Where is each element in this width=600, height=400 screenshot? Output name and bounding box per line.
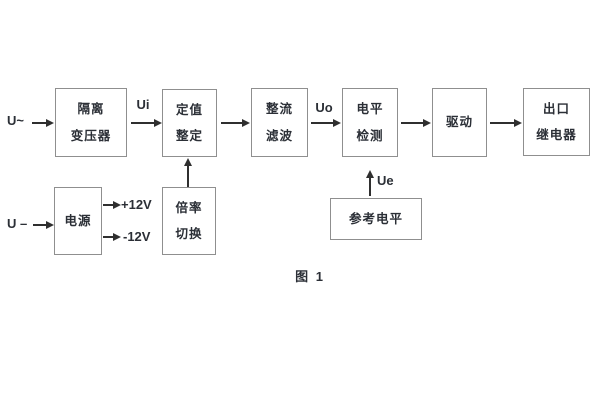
arrow-rail-neg [103, 233, 121, 240]
block-ratio-switch: 倍率 切换 [162, 187, 216, 255]
arrow-dc-input [33, 221, 54, 228]
block-level-detect-line2: 检测 [356, 128, 384, 143]
arrow-ac-input [32, 119, 54, 126]
block-output-relay-line1: 出口 [542, 101, 570, 116]
block-setpoint-adjust-line1: 定值 [175, 102, 203, 117]
block-level-detect-line1: 电平 [356, 102, 384, 116]
block-rectifier-filter: 整流 滤波 [251, 88, 308, 157]
block-reference-level-label: 参考电平 [348, 211, 403, 226]
label-ui: Ui [136, 97, 150, 112]
arrow-driver-to-relay [490, 119, 522, 126]
block-driver-label: 驱动 [445, 115, 473, 130]
label-input-ac: U~ [7, 113, 24, 128]
block-rectifier-filter-line2: 滤波 [265, 128, 293, 143]
block-setpoint-adjust-line2: 整定 [175, 129, 203, 143]
arrow-rectifier-to-level [311, 119, 341, 126]
arrow-ratio-to-setpoint [184, 158, 191, 187]
block-isolation-transformer-line2: 变压器 [70, 128, 112, 143]
block-power-supply: 电源 [54, 187, 102, 255]
arrow-setpoint-to-rectifier [221, 119, 250, 126]
block-power-supply-label: 电源 [64, 213, 92, 228]
block-isolation-transformer: 隔离 变压器 [55, 88, 127, 157]
label-rail-neg: -12V [123, 229, 151, 244]
arrow-reference-to-level [366, 170, 373, 196]
label-ue: Ue [377, 173, 394, 188]
block-output-relay-line2: 继电器 [536, 128, 577, 142]
label-rail-pos: +12V [121, 197, 152, 212]
arrow-level-to-driver [401, 119, 431, 126]
label-input-dc: U – [7, 216, 28, 231]
figure-caption: 图 1 [295, 269, 325, 284]
block-isolation-transformer-line1: 隔离 [77, 102, 105, 116]
arrow-transformer-to-setpoint [131, 119, 162, 126]
arrow-rail-pos [103, 201, 121, 208]
block-driver: 驱动 [432, 88, 487, 157]
block-level-detect: 电平 检测 [342, 88, 398, 157]
block-ratio-switch-line1: 倍率 [175, 200, 203, 215]
block-rectifier-filter-line1: 整流 [265, 102, 293, 116]
block-setpoint-adjust: 定值 整定 [162, 89, 217, 157]
block-output-relay: 出口 继电器 [523, 88, 590, 156]
label-uo: Uo [315, 100, 333, 115]
block-ratio-switch-line2: 切换 [175, 227, 203, 241]
block-reference-level: 参考电平 [330, 198, 422, 240]
